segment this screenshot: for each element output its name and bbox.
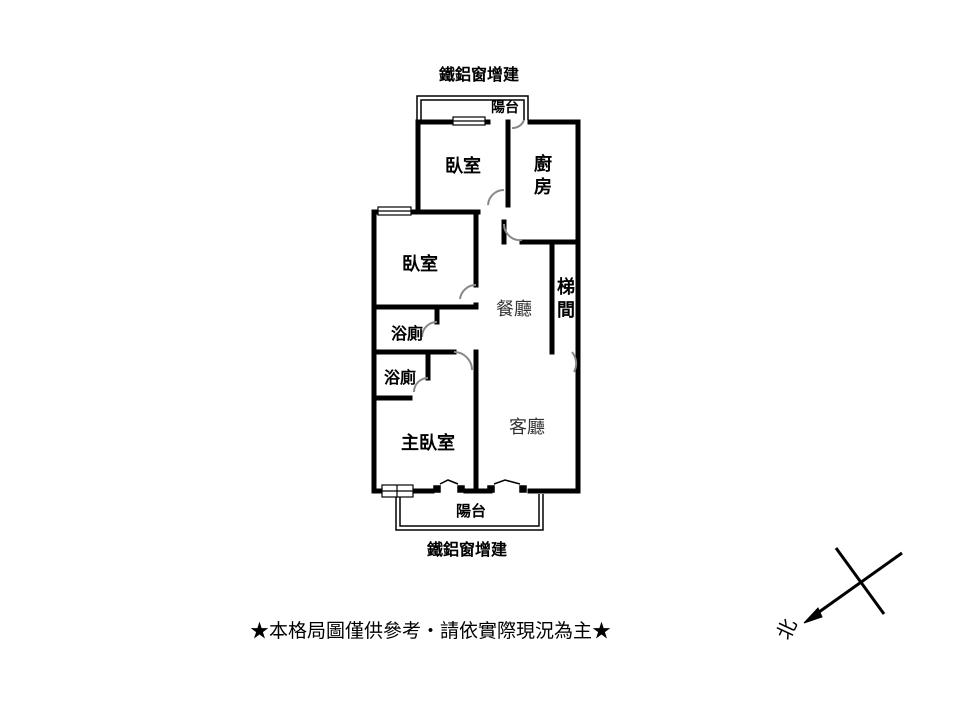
dining-label: 餐廳: [496, 299, 532, 320]
disclaimer-text: ★本格局圖僅供參考・請依實際現況為主★: [250, 620, 612, 642]
bath-1-label: 浴廁: [391, 324, 423, 343]
kitchen-label-2: 房: [534, 176, 552, 198]
bottom-balcony-outline: [395, 494, 544, 531]
top-addition-label: 鐵鋁窗增建: [439, 65, 519, 84]
bottom-balcony-label: 陽台: [456, 502, 486, 520]
bedroom-top-label: 臥室: [445, 155, 481, 177]
windows: [377, 116, 486, 498]
compass-line-a: [834, 547, 886, 615]
top-balcony-label: 陽台: [491, 99, 519, 116]
top-balcony-outline: [416, 95, 529, 124]
stair-label-1: 梯: [557, 276, 575, 298]
bottom-addition-label: 鐵鋁窗增建: [427, 540, 507, 559]
bath-2-label: 浴廁: [384, 368, 416, 387]
kitchen-label-1: 廚: [534, 153, 552, 175]
compass-line-b: [811, 551, 903, 619]
compass: [803, 547, 903, 624]
master-bedroom-label: 主臥室: [401, 432, 455, 454]
stair-label-2: 間: [557, 300, 575, 321]
sliding-doors: [433, 479, 527, 493]
door-swings: [413, 119, 578, 393]
bedroom-mid-label: 臥室: [402, 253, 438, 275]
living-label: 客廳: [509, 417, 545, 438]
north-arrow-icon: [803, 607, 823, 624]
north-label: 北: [772, 615, 802, 643]
